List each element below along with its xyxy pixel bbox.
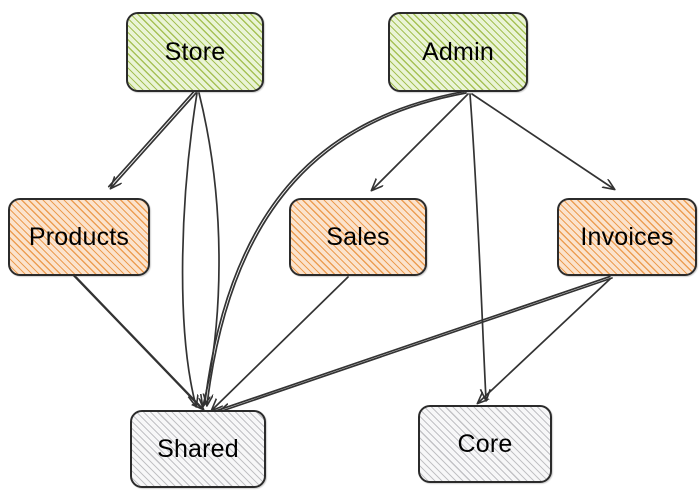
- node-label-products: Products: [28, 222, 130, 251]
- node-core[interactable]: Core: [418, 405, 552, 483]
- edge-admin-to-core: [469, 93, 486, 400]
- edge-invoices-to-shared: [215, 275, 611, 412]
- node-invoices[interactable]: Invoices: [557, 198, 697, 276]
- edge-admin-to-shared: [203, 90, 465, 405]
- edge-admin-to-sales: [372, 93, 469, 190]
- node-label-invoices: Invoices: [580, 222, 674, 251]
- edge-admin-to-shared: [207, 92, 467, 405]
- edge-store-to-products: [107, 90, 195, 188]
- edge-store-to-shared: [198, 92, 220, 406]
- node-label-sales: Sales: [326, 222, 390, 251]
- edge-invoices-to-shared: [219, 277, 613, 412]
- edge-group: [72, 90, 614, 412]
- edge-products-to-shared: [75, 276, 203, 409]
- edge-invoices-to-core: [478, 278, 611, 403]
- edge-sales-to-shared: [212, 276, 349, 410]
- edge-store-to-shared: [181, 92, 197, 406]
- node-label-admin: Admin: [422, 37, 494, 66]
- node-shared[interactable]: Shared: [130, 410, 266, 488]
- node-sales[interactable]: Sales: [289, 198, 427, 276]
- node-store[interactable]: Store: [126, 12, 264, 92]
- node-admin[interactable]: Admin: [388, 12, 528, 92]
- edge-admin-to-invoices: [471, 93, 614, 189]
- node-label-shared: Shared: [157, 434, 239, 463]
- edge-store-to-products: [111, 92, 197, 188]
- node-products[interactable]: Products: [8, 198, 150, 276]
- node-label-core: Core: [457, 429, 513, 458]
- node-label-store: Store: [164, 37, 226, 66]
